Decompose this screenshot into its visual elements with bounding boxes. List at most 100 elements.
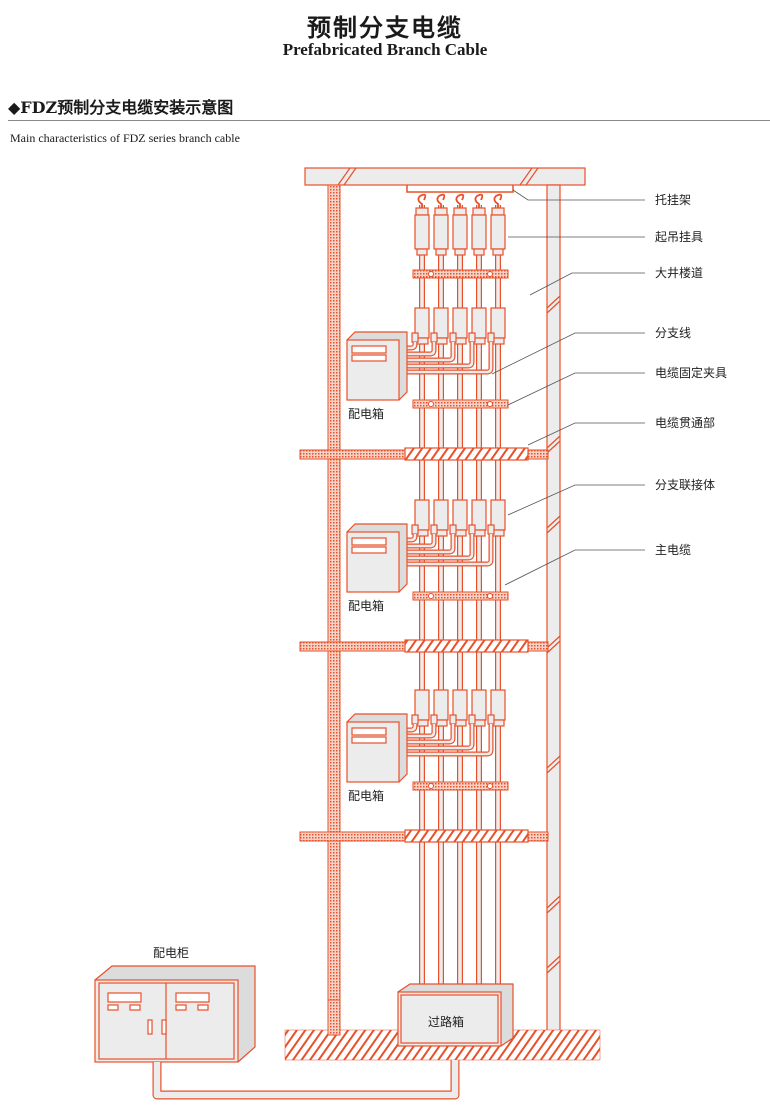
left-column-base [327,999,341,1036]
branch-line-inner [400,534,455,554]
floor-slab [527,831,549,842]
hook-icon [417,193,427,212]
clamp-bolt [487,271,493,277]
cable-clamp [412,781,509,791]
lifting-grip [471,214,487,250]
distribution-box-label: 配电箱 [348,788,384,803]
page-title: 预制分支电缆 [307,13,463,42]
cable-clamp [412,399,509,409]
page-title-english: Prefabricated Branch Cable [282,40,488,59]
branch-tap [449,524,457,535]
box-panel [351,345,387,354]
branch-tap [449,714,457,725]
column-hatch [546,755,561,774]
cabinet-label: 配电柜 [153,946,189,960]
cabinet-panel [107,1004,119,1011]
cable-penetration [404,829,529,843]
callout-label: 托挂架 [655,193,691,207]
lifting-grip [414,214,430,250]
hanger-bracket [406,185,514,193]
clamp-bolt [487,783,493,789]
branch-line [400,534,456,555]
callout-label: 主电缆 [655,543,691,557]
callout-leader [504,549,645,586]
clamp-bolt [487,401,493,407]
floor-slab [299,449,406,460]
pass-box [397,991,502,1047]
branch-tap [487,524,495,535]
column-hatch [546,435,561,454]
lifting-grip [433,214,449,250]
cabinet-panel [107,992,142,1003]
hook-icon [455,193,465,212]
callout-leader [512,189,645,201]
branch-line-inner [400,534,436,548]
lifting-grip [490,214,506,250]
callout-label: 分支线 [655,326,691,340]
branch-line-inner [400,724,436,738]
grip-cap [434,207,448,216]
column-hatch [546,895,561,914]
branch-tap [468,714,476,725]
branch-tap [487,714,495,725]
section-divider [8,120,770,121]
grip-cap [453,207,467,216]
cable-penetration [404,447,529,461]
cabinet-panel [175,1004,187,1011]
distribution-box-label: 配电箱 [348,598,384,613]
distribution-box-label: 配电箱 [348,406,384,421]
column-hatch [546,635,561,654]
section-title: ◆FDZ预制分支电缆安装示意图 [8,98,234,117]
cable-clamp [412,591,509,601]
grip-neck [492,248,504,256]
branch-line-inner [400,534,474,560]
hook-icon [474,193,484,212]
lifting-grip [452,214,468,250]
callout-leader [507,372,645,406]
callout-leader [491,332,645,375]
clamp-bolt [428,271,434,277]
cabinet-panel [161,1019,167,1035]
cabinet-panel [175,992,210,1003]
branch-line-inner [400,342,417,350]
branch-tap [430,714,438,725]
callout-label: 大井楼道 [655,265,703,280]
column-hatch [546,295,561,314]
branch-line [400,724,456,745]
branch-line-inner [400,724,493,756]
branch-tap [411,524,419,535]
pass-box-inner [400,994,499,1044]
callout-label: 起吊挂具 [655,230,703,244]
grip-neck [416,248,428,256]
clamp-bolt [428,593,434,599]
branch-tap [468,332,476,343]
grip-neck [473,248,485,256]
branch-line-inner [400,724,417,732]
grip-cap [472,207,486,216]
cabinet-panel [197,1004,209,1011]
branch-tap [430,524,438,535]
floor-slab [299,641,406,652]
feed-conduit [152,1060,460,1100]
box-panel [351,546,387,554]
box-panel [351,354,387,362]
cabinet-panel [147,1019,153,1035]
cable-penetration [404,639,529,653]
branch-line-inner [400,534,417,542]
box-panel [351,537,387,546]
branch-line-inner [400,534,493,566]
branch-line-inner [400,342,474,368]
floor-slab [299,831,406,842]
cabinet-panel [129,1004,141,1011]
clamp-bolt [487,593,493,599]
floor-slab [527,449,549,460]
callout-leader [507,484,645,516]
branch-tap [430,332,438,343]
grip-cap [415,207,429,216]
grip-neck [435,248,447,256]
floor-slab [527,641,549,652]
branch-tap [411,332,419,343]
branch-tap [468,524,476,535]
callout-label: 分支联接体 [655,477,715,492]
